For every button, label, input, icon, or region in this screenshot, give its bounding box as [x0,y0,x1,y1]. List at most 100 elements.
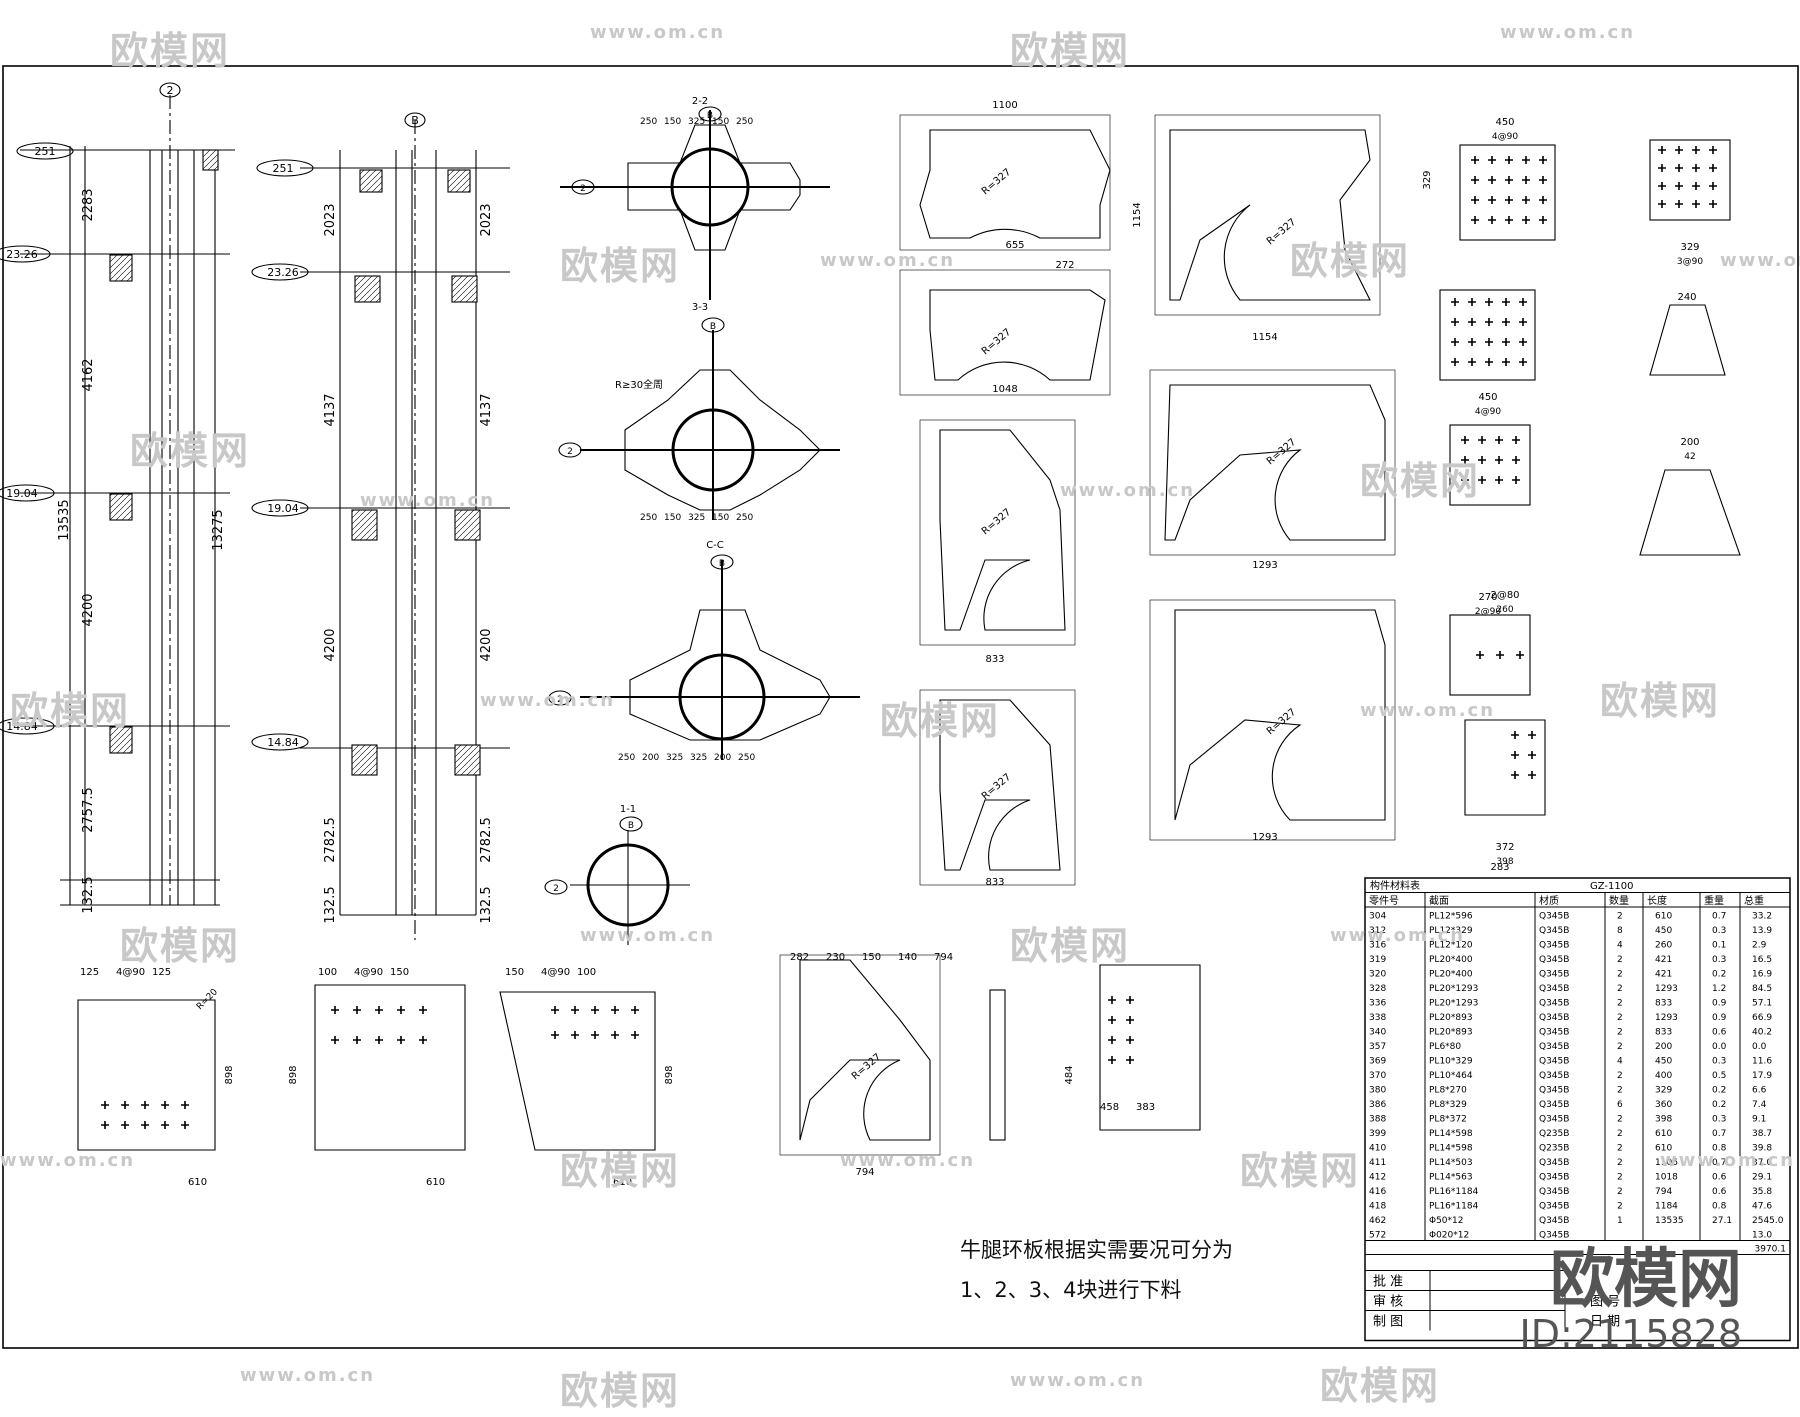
weld-note: R≥30全周 [615,378,663,391]
table-cell: 0.5 [1712,1071,1726,1081]
section-dim: 150 [712,513,729,523]
table-cell: 462 [1369,1216,1386,1226]
table-cell: 2 [1617,1187,1623,1197]
table-header: 材质 [1539,894,1559,907]
column-dim-left: 2782.5 [323,817,338,863]
table-cell: 57.1 [1752,999,1772,1009]
section-title: 3-3 [692,302,708,313]
table-part-no: GZ-1100 [1590,881,1633,892]
table-cell: Q345B [1539,1013,1569,1023]
axis-tag-2: 2 [557,695,563,705]
table-cell: 39.8 [1752,1144,1772,1154]
base-dim: 100 [318,967,337,978]
table-cell: Q345B [1539,955,1569,965]
watermark-brand: 欧模网 [1600,679,1721,723]
watermark-brand: 欧模网 [120,924,241,968]
table-cell: 2 [1617,1144,1623,1154]
table-cell: 312 [1369,926,1386,936]
table-cell: 84.5 [1752,984,1772,994]
table-cell: 47.6 [1752,1202,1772,1212]
table-cell: PL14*563 [1429,1173,1473,1183]
radius-label: R=327 [980,507,1013,538]
table-cell: 11.6 [1752,1057,1772,1067]
table-cell: 410 [1369,1144,1386,1154]
watermark-brand: 欧模网 [1240,1149,1361,1193]
table-cell: 320 [1369,970,1386,980]
section-dim: 150 [664,513,681,523]
stiffener-dim: 270 [1478,592,1497,603]
axis-tag-2: 2 [553,884,559,894]
table-cell: 0.9 [1712,1013,1727,1023]
table-cell: 0.6 [1712,1028,1727,1038]
stiffener-side: 329 [1422,170,1433,189]
column-elevation-left: 25123.2619.0414.8422283416242002757.5132… [0,82,235,914]
table-cell: 399 [1369,1129,1386,1139]
column-dim-right: 4200 [479,628,494,661]
table-cell: Q345B [1539,941,1569,951]
table-cell: PL8*329 [1429,1100,1467,1110]
elevation-tag: 14.84 [267,736,299,749]
table-cell: 2 [1617,1013,1623,1023]
section-title: 1-1 [620,804,636,815]
table-cell: 66.9 [1752,1013,1772,1023]
base-side: 898 [664,1065,675,1084]
table-cell: 29.1 [1752,1173,1772,1183]
table-cell: 0.8 [1712,1202,1727,1212]
radius-label: R=327 [980,167,1013,198]
table-cell: PL20*1293 [1429,984,1478,994]
watermark-brand: 欧模网 [10,689,131,733]
bolt-marks [101,146,1717,1129]
column-dim-right: 132.5 [479,886,494,923]
table-cell: 2 [1617,1028,1623,1038]
stiffener-dim: 240 [1677,292,1696,303]
plate-dim: 1293 [1252,560,1277,571]
table-cell: 833 [1655,999,1672,1009]
table-cell: 450 [1655,926,1672,936]
stiffener-dim: 2@80 [1490,590,1519,601]
watermark-url: www.om.cn [240,1365,376,1386]
table-cell: Φ50*12 [1429,1216,1464,1226]
table-cell: 388 [1369,1115,1386,1125]
axis-tag-2: 2 [567,447,573,457]
section-dim: 250 [640,117,657,127]
section-2-2 [560,106,830,300]
table-cell: 13.0 [1752,1231,1772,1241]
watermark-url: www.om.cn [0,1150,136,1171]
table-cell: PL8*372 [1429,1115,1467,1125]
base-dim: 458 [1100,1102,1119,1113]
table-cell: Q345B [1539,1071,1569,1081]
table-cell: 370 [1369,1071,1386,1081]
watermark-url: www.om.cn [1360,700,1496,721]
sign-label: 批 准 [1373,1275,1403,1290]
section-dim: 200 [642,753,659,763]
table-cell: Q345B [1539,1028,1569,1038]
base-side: 898 [288,1065,299,1084]
base-dim: 150 [505,967,524,978]
table-cell: 1184 [1655,1202,1678,1212]
column-dim: 2757.5 [81,787,96,833]
section-title: 2-2 [692,96,708,107]
table-cell: PL20*400 [1429,970,1473,980]
watermark-url: www.om.cn [820,250,956,271]
table-cell: 0.7 [1712,912,1726,922]
table-cell: 1.2 [1712,984,1726,994]
table-cell: Q345B [1539,926,1569,936]
table-cell: 16.9 [1752,970,1772,980]
table-cell: 0.6 [1712,1173,1727,1183]
table-cell: 16.5 [1752,955,1772,965]
table-cell: Q345B [1539,1173,1569,1183]
stiffener-note: 398 [1496,857,1513,867]
table-cell: 2 [1617,955,1623,965]
table-cell: Q235B [1539,1144,1569,1154]
table-cell: 260 [1655,941,1672,951]
table-cell: 40.2 [1752,1028,1772,1038]
base-dim: 610 [613,1177,632,1188]
table-cell: 357 [1369,1042,1386,1052]
stiffener-dim: 450 [1478,392,1497,403]
stiffener-dim: 372 [1495,842,1514,853]
table-header: 长度 [1647,894,1667,907]
